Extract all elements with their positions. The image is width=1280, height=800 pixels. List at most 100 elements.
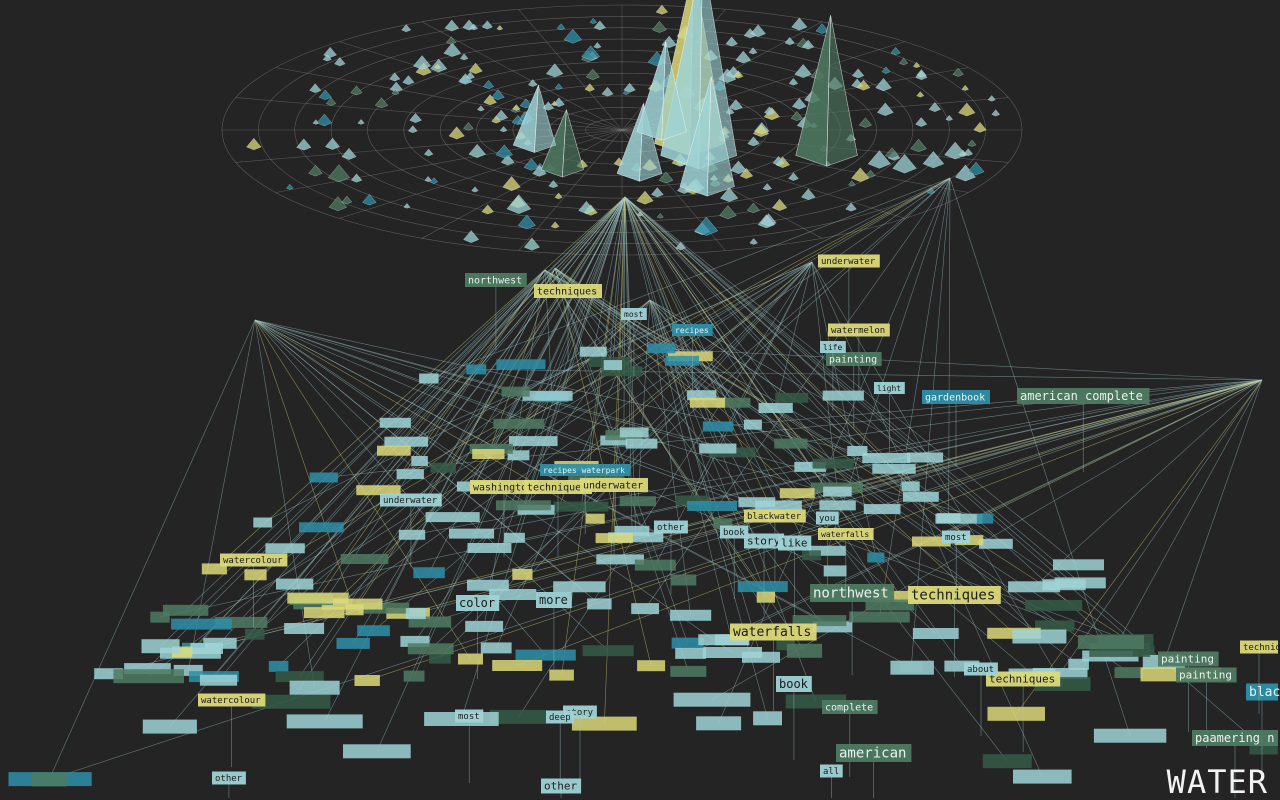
- word-tag[interactable]: [430, 462, 457, 473]
- word-tag[interactable]: [582, 645, 634, 657]
- word-tag[interactable]: [982, 754, 1032, 769]
- word-tag[interactable]: [492, 660, 543, 671]
- word-tag[interactable]: [702, 421, 734, 432]
- word-tag[interactable]: [396, 469, 424, 480]
- word-tag[interactable]: [265, 543, 305, 554]
- word-tag[interactable]: [603, 360, 622, 371]
- word-label[interactable]: recipes waterpark: [540, 464, 631, 534]
- frequency-peak[interactable]: [616, 103, 644, 182]
- word-label[interactable]: like: [778, 535, 812, 617]
- word-tag[interactable]: [429, 652, 451, 664]
- word-tag[interactable]: [702, 647, 762, 658]
- word-tag[interactable]: [480, 642, 512, 654]
- word-tag[interactable]: [173, 664, 203, 676]
- word-tag[interactable]: [976, 513, 994, 524]
- word-label[interactable]: painting: [1176, 667, 1237, 749]
- word-tag[interactable]: [411, 456, 428, 466]
- word-tag[interactable]: [1013, 769, 1072, 784]
- word-tag[interactable]: [696, 716, 742, 731]
- word-tag[interactable]: [405, 608, 426, 620]
- word-tag[interactable]: [634, 559, 676, 571]
- word-tag[interactable]: [276, 578, 314, 590]
- word-tag[interactable]: [496, 359, 546, 370]
- word-label[interactable]: other: [541, 778, 582, 799]
- word-tag[interactable]: [812, 621, 853, 633]
- word-tag[interactable]: [1042, 579, 1086, 591]
- word-label[interactable]: most: [621, 308, 647, 378]
- word-tag[interactable]: [253, 517, 273, 528]
- word-tag[interactable]: [867, 552, 885, 563]
- word-tag[interactable]: [758, 403, 793, 413]
- word-label[interactable]: other: [654, 520, 688, 595]
- word-tag[interactable]: [495, 500, 551, 511]
- word-tag[interactable]: [467, 579, 509, 591]
- word-tag[interactable]: [1035, 620, 1075, 632]
- word-label[interactable]: waterfalls: [730, 623, 817, 712]
- word-tag[interactable]: [602, 366, 643, 377]
- word-tag[interactable]: [336, 637, 370, 649]
- word-label[interactable]: techniques: [908, 586, 1001, 677]
- word-tag[interactable]: [596, 554, 644, 565]
- word-label[interactable]: complete: [822, 700, 878, 777]
- word-tag[interactable]: [647, 343, 676, 354]
- word-tag[interactable]: [141, 639, 180, 654]
- word-label[interactable]: recipes: [672, 324, 713, 394]
- word-tag[interactable]: [467, 543, 512, 553]
- word-tag[interactable]: [408, 616, 452, 628]
- word-label[interactable]: all: [820, 764, 843, 799]
- word-tag[interactable]: [357, 625, 390, 637]
- word-tag[interactable]: [150, 611, 170, 623]
- word-tag[interactable]: [579, 346, 607, 357]
- word-tag[interactable]: [94, 668, 123, 680]
- word-label[interactable]: underwater: [818, 254, 880, 329]
- word-tag[interactable]: [419, 373, 439, 384]
- word-tag[interactable]: [587, 598, 612, 610]
- word-tag[interactable]: [756, 591, 775, 603]
- word-tag[interactable]: [865, 599, 915, 611]
- word-tag[interactable]: [687, 390, 717, 401]
- word-tag[interactable]: [356, 485, 401, 496]
- word-tag[interactable]: [489, 589, 537, 600]
- word-tag[interactable]: [671, 574, 697, 586]
- word-tag[interactable]: [466, 364, 487, 375]
- word-tag[interactable]: [1008, 581, 1061, 593]
- word-label[interactable]: about: [964, 662, 998, 737]
- word-tag[interactable]: [935, 513, 983, 524]
- word-tag[interactable]: [289, 680, 340, 695]
- word-tag[interactable]: [637, 660, 666, 672]
- word-tag[interactable]: [343, 744, 411, 759]
- word-tag[interactable]: [522, 390, 573, 401]
- word-tag[interactable]: [244, 628, 265, 640]
- word-tag[interactable]: [912, 628, 959, 639]
- word-tag[interactable]: [379, 417, 411, 428]
- frequency-peak[interactable]: [636, 41, 666, 141]
- word-tag[interactable]: [901, 481, 920, 492]
- word-tag[interactable]: [671, 637, 704, 649]
- word-label[interactable]: gardenbook: [922, 390, 990, 467]
- word-tag[interactable]: [507, 450, 530, 461]
- word-tag[interactable]: [779, 488, 815, 499]
- word-label[interactable]: american: [836, 744, 912, 798]
- word-tag[interactable]: [699, 443, 737, 454]
- word-tag[interactable]: [600, 435, 628, 446]
- word-tag[interactable]: [287, 592, 349, 604]
- word-tag[interactable]: [1093, 728, 1167, 743]
- word-tag[interactable]: [614, 525, 650, 536]
- word-label[interactable]: techniques: [524, 480, 592, 557]
- word-tag[interactable]: [907, 452, 944, 463]
- word-tag[interactable]: [862, 453, 911, 463]
- word-tag[interactable]: [309, 472, 338, 483]
- word-tag[interactable]: [774, 438, 808, 449]
- word-tag[interactable]: [284, 623, 325, 634]
- word-label[interactable]: deep: [546, 710, 575, 785]
- word-label[interactable]: underwater: [580, 478, 648, 555]
- word-tag[interactable]: [553, 501, 609, 512]
- word-tag[interactable]: [142, 719, 197, 734]
- word-tag[interactable]: [673, 692, 751, 707]
- word-tag[interactable]: [670, 609, 712, 621]
- word-tag[interactable]: [512, 568, 533, 580]
- word-tag[interactable]: [1077, 635, 1144, 650]
- word-tag[interactable]: [286, 714, 363, 729]
- word-tag[interactable]: [675, 495, 710, 506]
